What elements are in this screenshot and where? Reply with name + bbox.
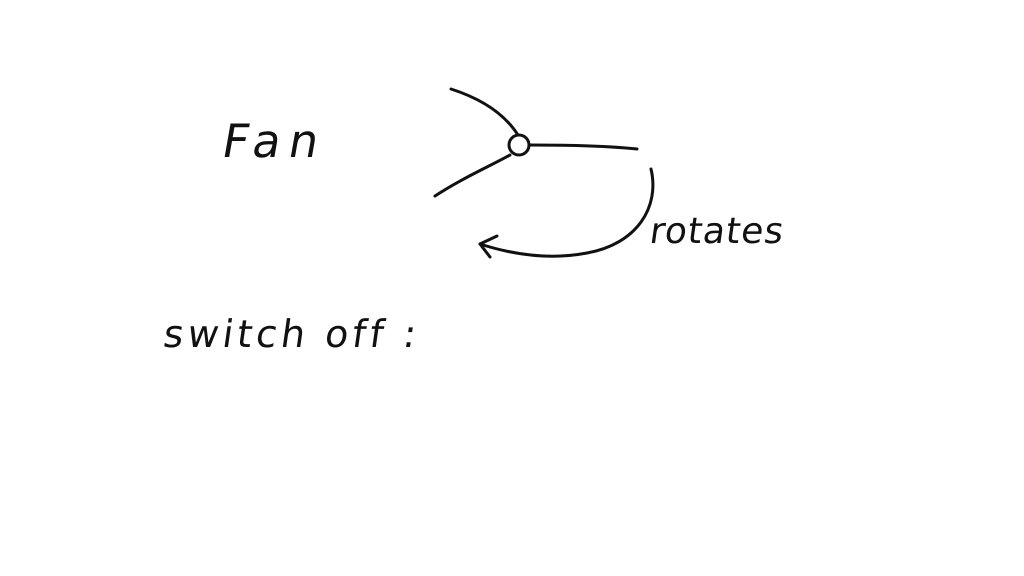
fan-blade-upper: [449, 87, 520, 137]
fan-blade-right: [528, 143, 639, 151]
rotation-arrow-head: [478, 234, 499, 259]
switch-off-label: switch off :: [160, 312, 424, 356]
rotation-arrow-curve: [478, 167, 655, 258]
fan-blade-lower: [433, 153, 512, 198]
fan-hub: [507, 133, 531, 157]
rotates-label: rotates: [647, 211, 788, 252]
